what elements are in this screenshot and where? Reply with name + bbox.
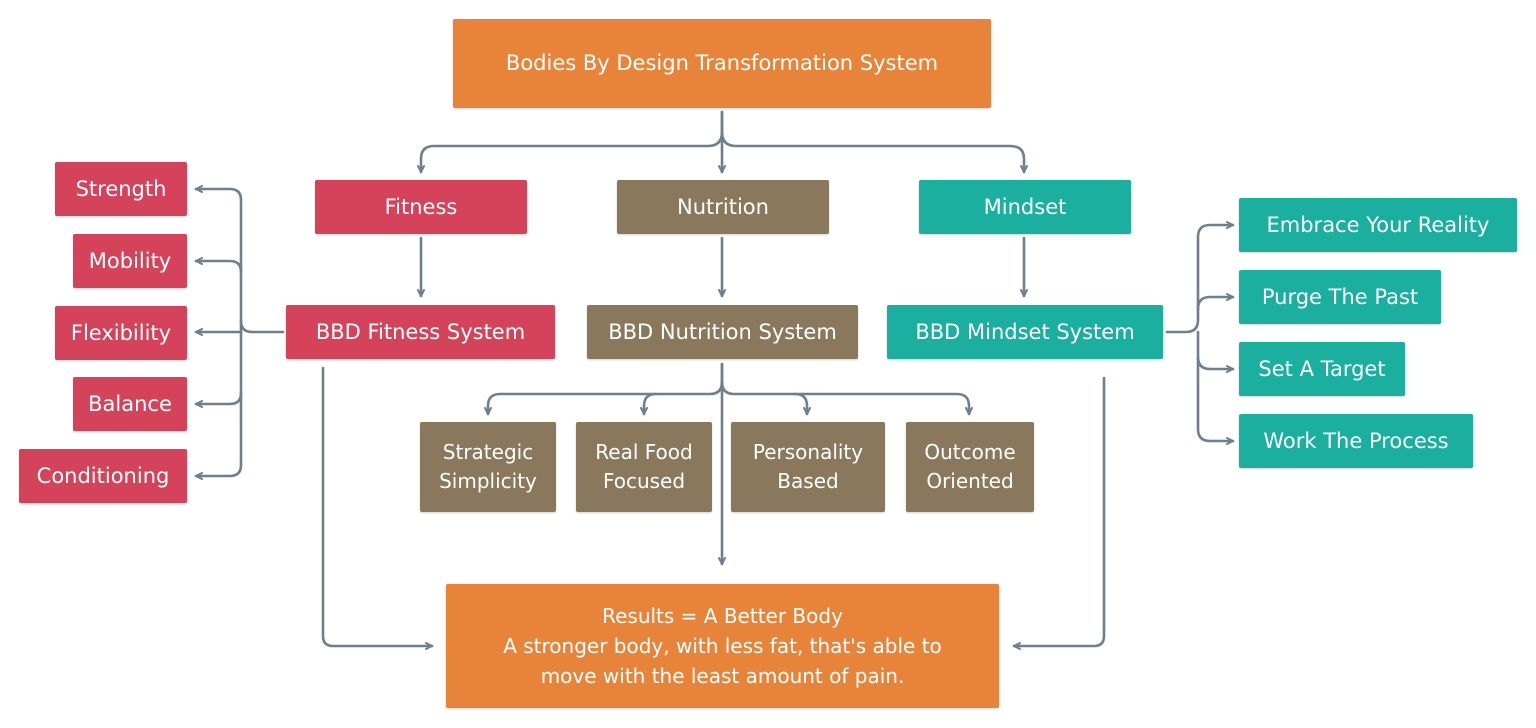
fitness-component: Conditioning <box>19 449 187 503</box>
nutrition-principle: Personality Based <box>731 422 885 512</box>
nutrition-principle: Strategic Simplicity <box>420 422 556 512</box>
pillar-fitness-label: Fitness <box>384 194 458 219</box>
fitness-component: Strength <box>55 162 187 216</box>
fitness-component: Balance <box>73 377 187 431</box>
pillar-nutrition: Nutrition <box>617 180 829 234</box>
mindset-system-box: BBD Mindset System <box>887 305 1163 359</box>
fitness-component-label: Balance <box>88 391 172 416</box>
nutrition-principle-line1: Outcome <box>924 440 1016 464</box>
pillar-fitness: Fitness <box>315 180 527 234</box>
fitness-system-label: BBD Fitness System <box>315 319 526 344</box>
pillar-mindset-label: Mindset <box>983 194 1067 219</box>
nutrition-principle-line1: Personality <box>752 440 864 464</box>
results-description-line1: A stronger body, with less fat, that's a… <box>503 634 942 658</box>
nutrition-principle-line2: Simplicity <box>439 469 537 493</box>
nutrition-principle-line2: Based <box>777 469 839 493</box>
nutrition-principle-line1: Strategic <box>442 440 534 464</box>
fitness-component-label: Strength <box>75 176 167 201</box>
nutrition-principle-line2: Focused <box>602 469 686 493</box>
nutrition-system-label: BBD Nutrition System <box>608 319 837 344</box>
mindset-system-label: BBD Mindset System <box>915 319 1135 344</box>
fitness-system-box: BBD Fitness System <box>286 305 555 359</box>
fitness-component-label: Flexibility <box>70 320 172 345</box>
mindset-step: Work The Process <box>1239 414 1473 468</box>
mindset-step-label: Set A Target <box>1258 356 1386 381</box>
results-box: Results = A Better Body A stronger body,… <box>446 584 999 708</box>
nutrition-principle: Real Food Focused <box>576 422 712 512</box>
fitness-component: Mobility <box>73 234 187 288</box>
mindset-step-label: Embrace Your Reality <box>1266 212 1490 237</box>
nutrition-principle: Outcome Oriented <box>906 422 1034 512</box>
fitness-component-label: Conditioning <box>36 463 170 488</box>
title-text: Bodies By Design Transformation System <box>505 51 939 76</box>
pillar-nutrition-label: Nutrition <box>677 194 769 219</box>
title-box: Bodies By Design Transformation System <box>453 19 991 108</box>
nutrition-principle-line1: Real Food <box>595 440 693 464</box>
pillar-mindset: Mindset <box>919 180 1131 234</box>
mindset-step: Embrace Your Reality <box>1239 198 1517 252</box>
results-headline: Results = A Better Body <box>602 604 843 628</box>
fitness-component-label: Mobility <box>88 248 172 273</box>
mindset-step: Purge The Past <box>1239 270 1441 324</box>
fitness-component: Flexibility <box>55 306 187 360</box>
mindset-step-label: Purge The Past <box>1261 284 1419 309</box>
results-description-line2: move with the least amount of pain. <box>540 664 905 688</box>
mindset-step-label: Work The Process <box>1263 428 1449 453</box>
mindset-step: Set A Target <box>1239 342 1405 396</box>
nutrition-principle-line2: Oriented <box>926 469 1014 493</box>
nutrition-system-box: BBD Nutrition System <box>587 305 858 359</box>
